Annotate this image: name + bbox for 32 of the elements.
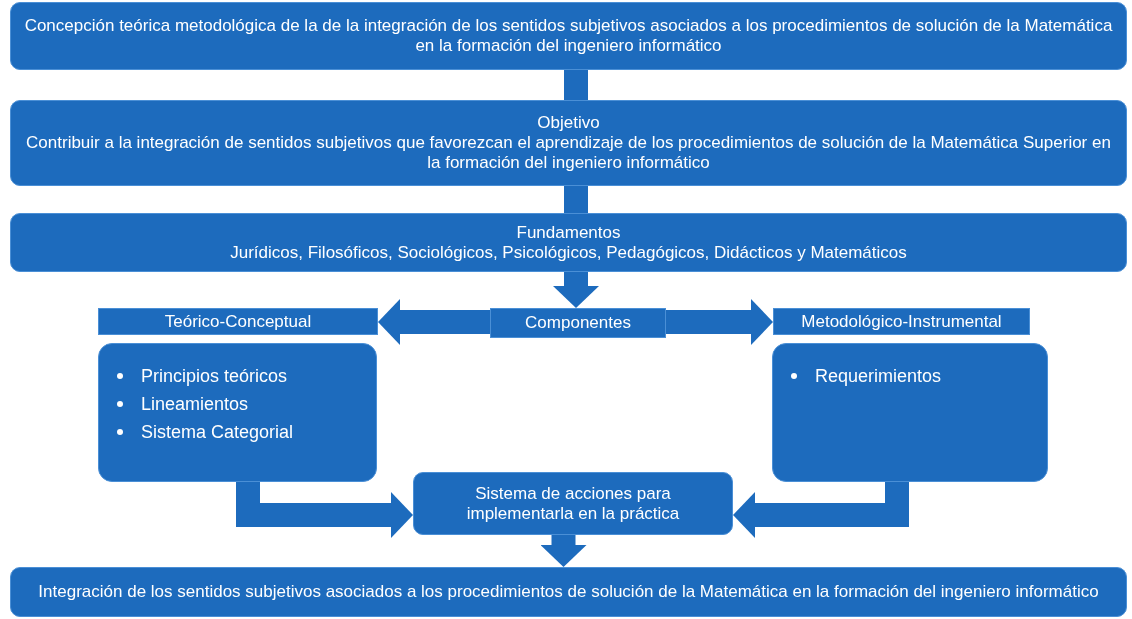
box-text: Metodológico-Instrumental xyxy=(800,311,1003,332)
heading-box xyxy=(490,308,666,338)
process-box xyxy=(413,472,733,535)
heading-text: Fundamentos xyxy=(515,222,622,243)
heading-text: Objetivo xyxy=(536,113,601,133)
connector-bar xyxy=(564,70,588,100)
box-text: Integración de los sentidos subjetivos asociados a los procedimientos de solución de la Matemática en la formación del ingeniero informático xyxy=(37,582,1100,602)
content-box xyxy=(772,343,1048,482)
process-box xyxy=(10,567,1127,617)
bullet-text: Lineamientos xyxy=(141,394,250,414)
section-box xyxy=(10,213,1127,272)
box-text: Teórico-Conceptual xyxy=(163,311,313,332)
arrow xyxy=(553,272,599,308)
arrow xyxy=(666,299,773,345)
box-text: Concepción teórica metodológica de la de la integración de los sentidos subjetivos asociados a los procedimientos de solución de la Matemática en la formación del ingeniero informático xyxy=(23,16,1114,56)
box-text: Componentes xyxy=(524,313,632,333)
arrow xyxy=(236,482,413,538)
heading-box xyxy=(98,308,378,335)
arrow xyxy=(540,535,587,567)
process-box xyxy=(10,2,1127,70)
section-box xyxy=(10,100,1127,186)
box-text: Contribuir a la integración de sentidos subjetivos que favorezcan el aprendizaje de los procedimientos de solución de la Matemática Superior en la formación del ingeniero informático xyxy=(25,133,1112,173)
box-text: Jurídicos, Filosóficos, Sociológicos, Psicológicos, Pedagógicos, Didácticos y Matemáticos xyxy=(229,242,908,263)
bullet-text: Sistema Categorial xyxy=(141,422,294,442)
arrow xyxy=(733,482,909,538)
box-text: Sistema de acciones para implementarla en la práctica xyxy=(465,483,681,524)
content-box xyxy=(98,343,377,482)
bullet-text: Principios teóricos xyxy=(141,366,289,386)
bullet-text: Requerimientos xyxy=(815,366,942,386)
connector-bar xyxy=(564,186,588,213)
arrow xyxy=(378,299,490,345)
heading-box xyxy=(773,308,1030,335)
